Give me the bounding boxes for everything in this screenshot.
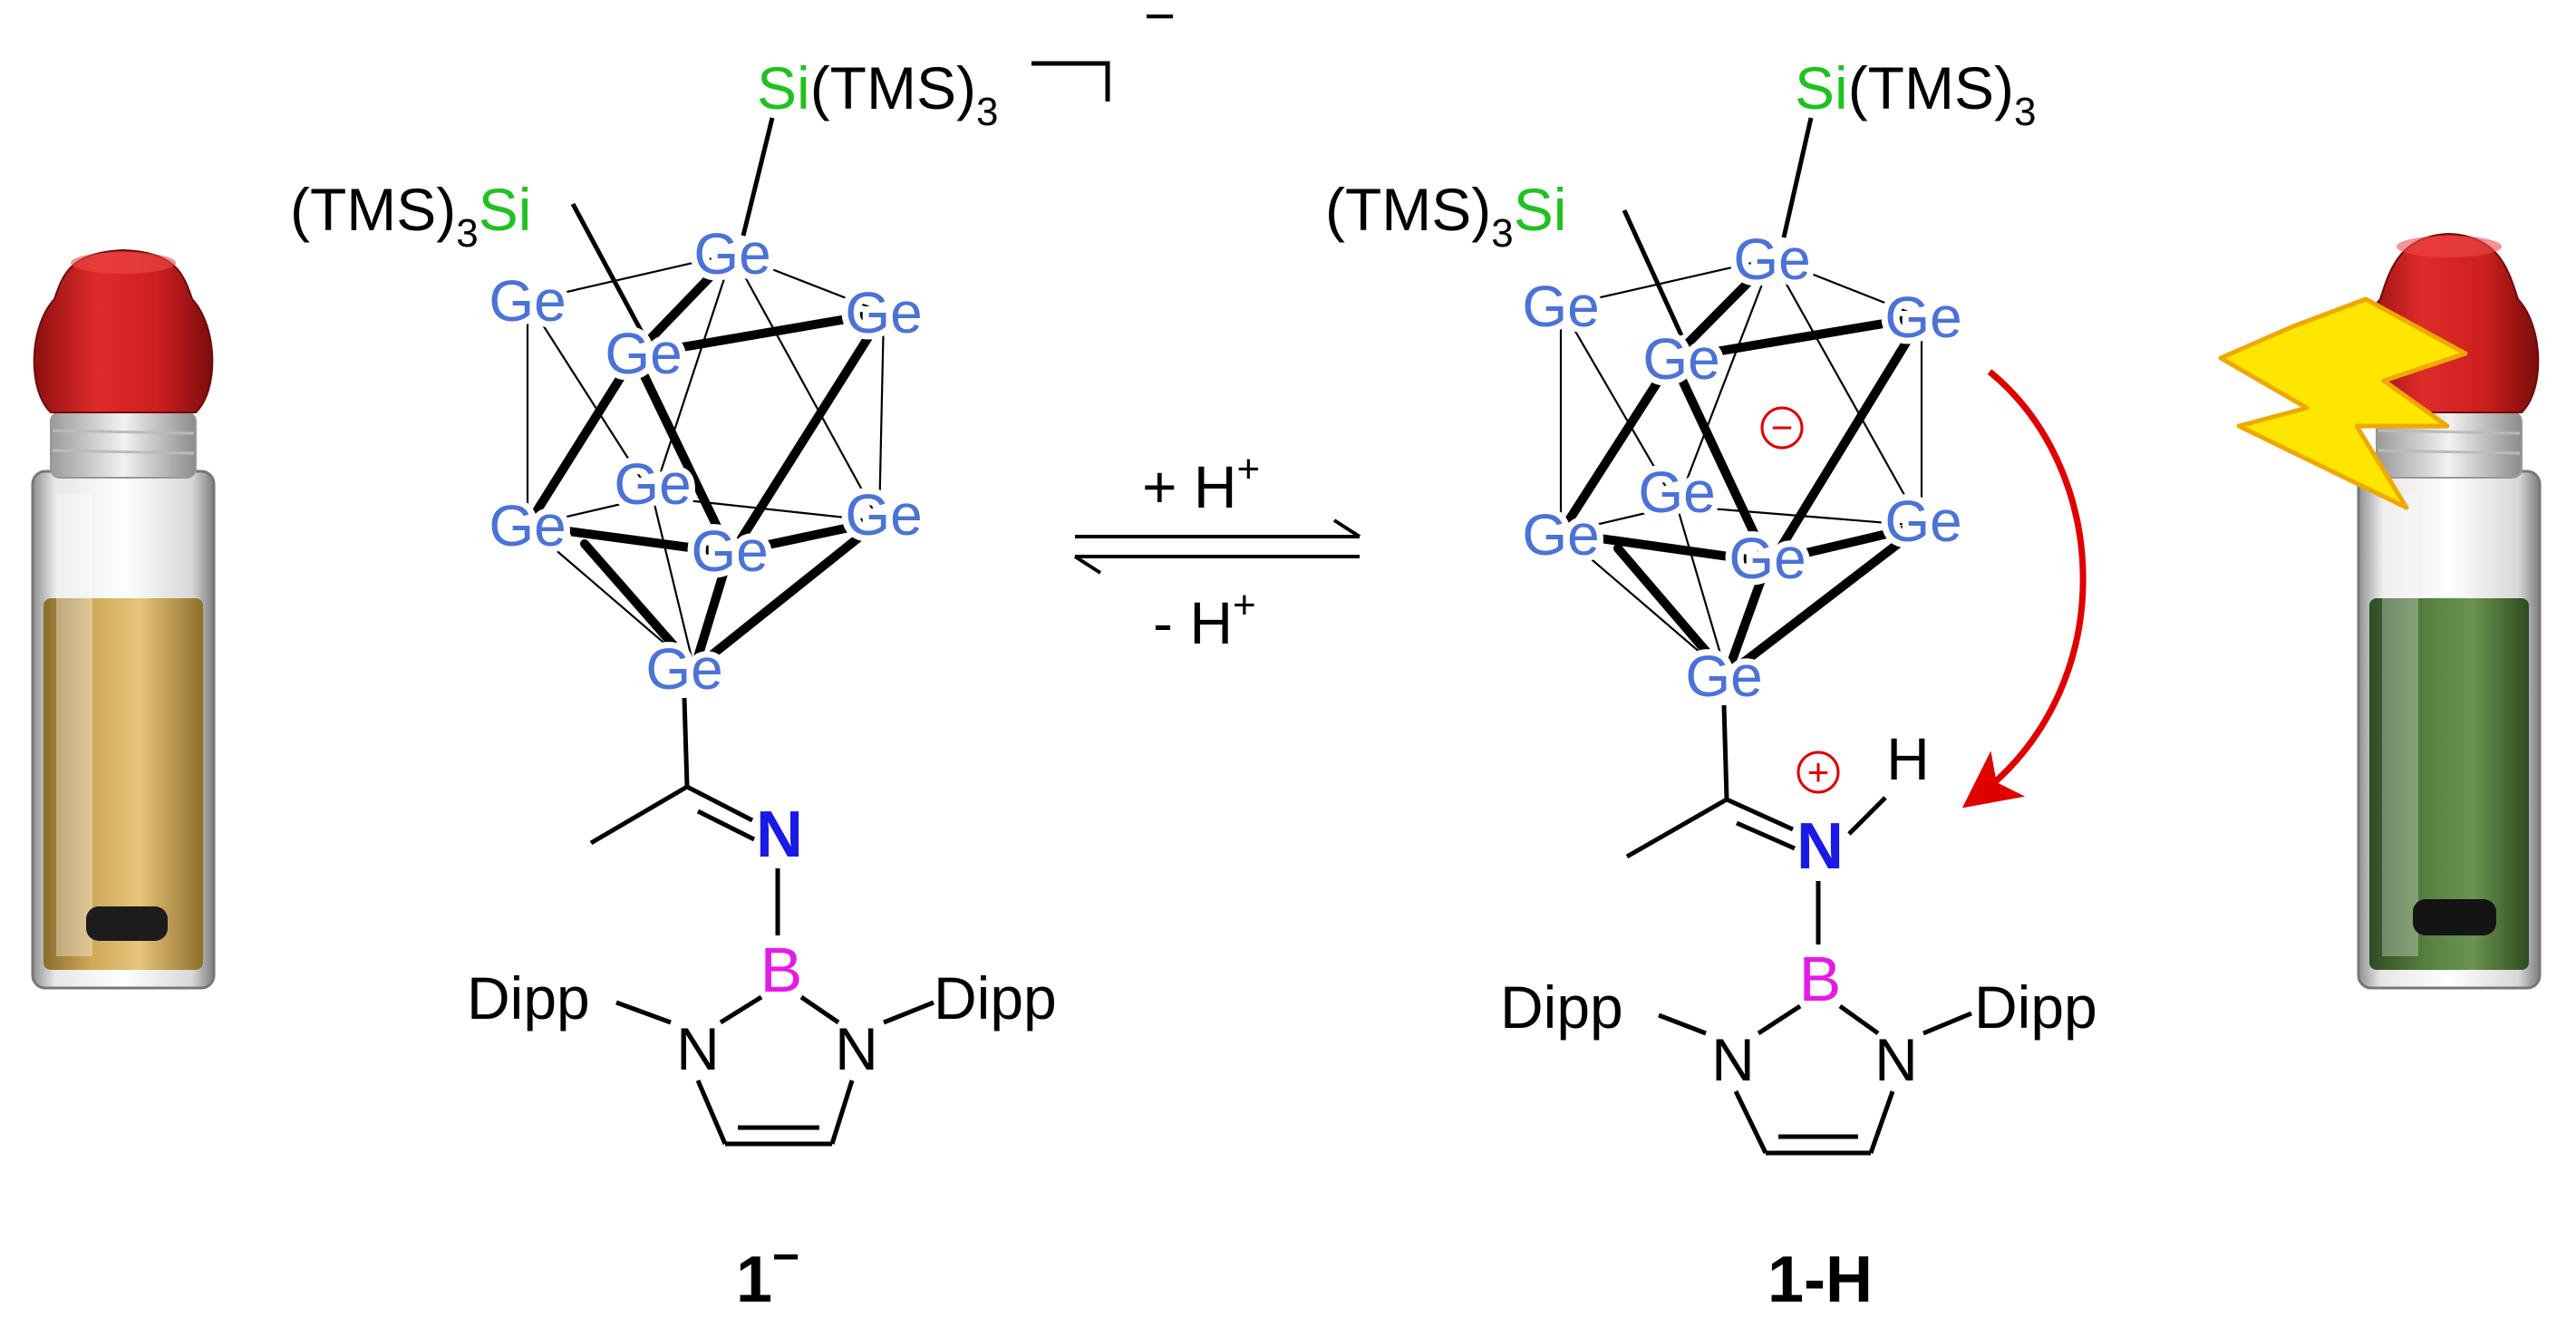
svg-text:N: N <box>756 799 803 871</box>
svg-text:H: H <box>1886 725 1930 792</box>
svg-text:N: N <box>1711 1026 1755 1093</box>
cluster-charge-minus: − <box>1760 406 1804 450</box>
svg-text:Ge: Ge <box>489 268 566 334</box>
svg-text:N: N <box>676 1015 720 1082</box>
svg-text:Ge: Ge <box>1884 285 1961 350</box>
svg-text:B: B <box>1799 944 1842 1014</box>
svg-text:N: N <box>1796 810 1844 883</box>
lightning-bolt-icon <box>2218 296 2468 510</box>
svg-text:Ge: Ge <box>845 482 922 547</box>
svg-text:Ge: Ge <box>605 321 682 386</box>
svg-text:N: N <box>835 1015 878 1082</box>
svg-text:−: − <box>1771 406 1794 449</box>
svg-text:Ge: Ge <box>1733 227 1810 292</box>
left-ge-atoms: Ge Ge Ge Ge Ge Ge Ge Ge Ge <box>482 215 928 708</box>
left-structure: Ge Ge Ge Ge Ge Ge Ge Ge Ge Si(TMS)3 − (T… <box>290 0 1176 1147</box>
svg-text:Ge: Ge <box>614 451 691 517</box>
svg-text:Dipp: Dipp <box>934 964 1057 1032</box>
charge-transfer-arrow <box>1961 369 2087 809</box>
svg-text:Dipp: Dipp <box>1974 973 2097 1041</box>
svg-text:B: B <box>760 935 803 1005</box>
svg-text:Ge: Ge <box>1884 489 1961 554</box>
svg-text:Ge: Ge <box>1642 326 1719 392</box>
svg-text:Ge: Ge <box>845 280 922 345</box>
equilibrium-arrows <box>1073 518 1361 575</box>
svg-text:Ge: Ge <box>1685 644 1762 709</box>
svg-text:Ge: Ge <box>489 493 566 558</box>
svg-text:Ge: Ge <box>1522 274 1599 339</box>
iminium-charge-plus: + <box>1796 751 1840 794</box>
right-ge-atoms: Ge Ge Ge Ge Ge Ge Ge Ge Ge <box>1516 220 1968 715</box>
svg-text:Ge: Ge <box>645 636 722 702</box>
svg-text:Ge: Ge <box>693 221 770 286</box>
svg-text:N: N <box>1874 1026 1918 1093</box>
reverse-reagent-label: - H+ <box>1153 583 1256 656</box>
svg-text:Ge: Ge <box>1729 526 1806 591</box>
right-compound-caption: 1-H <box>1767 1244 1873 1316</box>
svg-text:Ge: Ge <box>1522 502 1599 567</box>
svg-text:Dipp: Dipp <box>1500 973 1623 1041</box>
left-vial-icon <box>31 248 216 990</box>
right-silyl-top: Si(TMS)3 <box>1795 54 2036 134</box>
svg-text:−: − <box>1144 0 1176 46</box>
left-silyl-left: (TMS)3Si <box>290 176 531 256</box>
svg-text:Ge: Ge <box>1638 460 1715 525</box>
svg-text:Ge: Ge <box>691 518 768 584</box>
forward-reagent-label: + H+ <box>1142 447 1260 520</box>
svg-text:Dipp: Dipp <box>467 964 590 1032</box>
right-structure: Ge Ge Ge Ge Ge Ge Ge Ge Ge − Si(TMS)3 (T… <box>1325 54 2097 1156</box>
left-silyl-top: Si(TMS)3 <box>757 54 998 134</box>
svg-text:+: + <box>1807 751 1830 793</box>
left-compound-caption: 1− <box>736 1231 799 1316</box>
right-silyl-left: (TMS)3Si <box>1325 176 1566 256</box>
